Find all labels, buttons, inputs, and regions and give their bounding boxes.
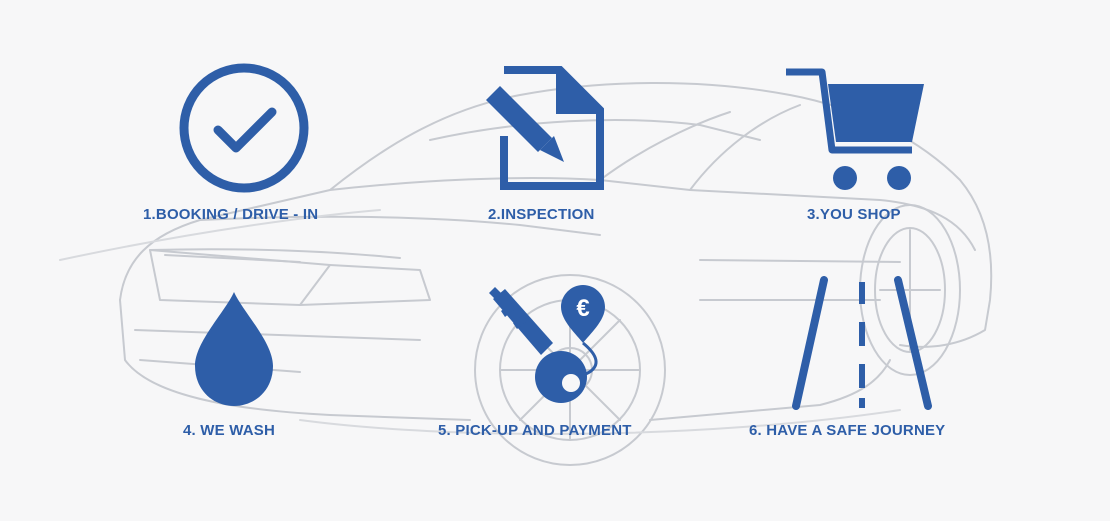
road-icon	[792, 276, 932, 410]
step-label: 6. HAVE A SAFE JOURNEY	[749, 422, 946, 439]
key-euro-tag-icon: €	[489, 285, 605, 403]
step-label: 1.BOOKING / DRIVE - IN	[143, 206, 319, 223]
step-label: 2.INSPECTION	[488, 206, 595, 223]
shopping-cart-icon	[786, 68, 924, 190]
checkmark-circle-icon	[179, 63, 309, 193]
document-pen-icon	[486, 66, 604, 190]
euro-symbol: €	[576, 295, 589, 322]
step-label: 3.YOU SHOP	[807, 206, 901, 223]
water-drop-icon	[195, 292, 273, 406]
step-label: 4. WE WASH	[183, 422, 276, 439]
step-label: 5. PICK-UP AND PAYMENT	[438, 422, 632, 439]
